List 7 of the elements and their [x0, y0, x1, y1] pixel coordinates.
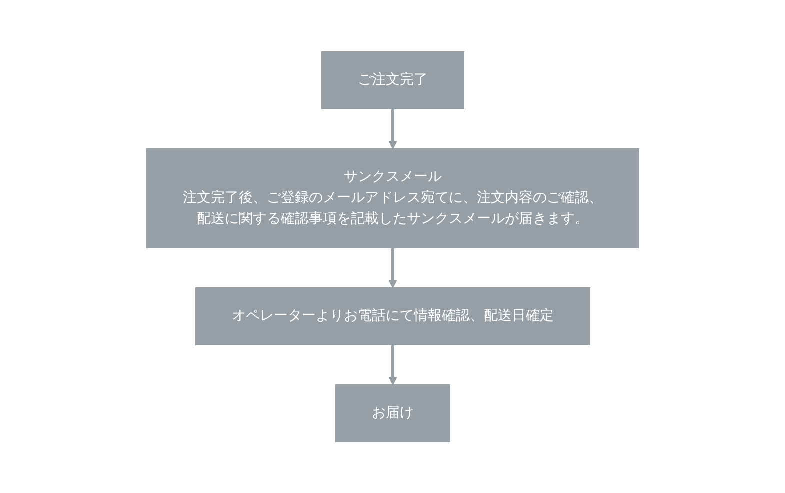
arrow	[388, 108, 397, 149]
arrow	[388, 344, 397, 385]
node-box: サンクスメール 注文完了後、ご登録のメールアドレス宛てに、注文内容のご確認、配送に関する確認事項を記載したサンクスメールが届きます。	[146, 148, 639, 248]
arrow	[388, 248, 397, 288]
node-box: お届け	[335, 384, 450, 442]
node-box: ご注文完了	[321, 51, 464, 109]
node-box: オペレーターよりお電話にて情報確認、配送日確定	[195, 287, 590, 345]
